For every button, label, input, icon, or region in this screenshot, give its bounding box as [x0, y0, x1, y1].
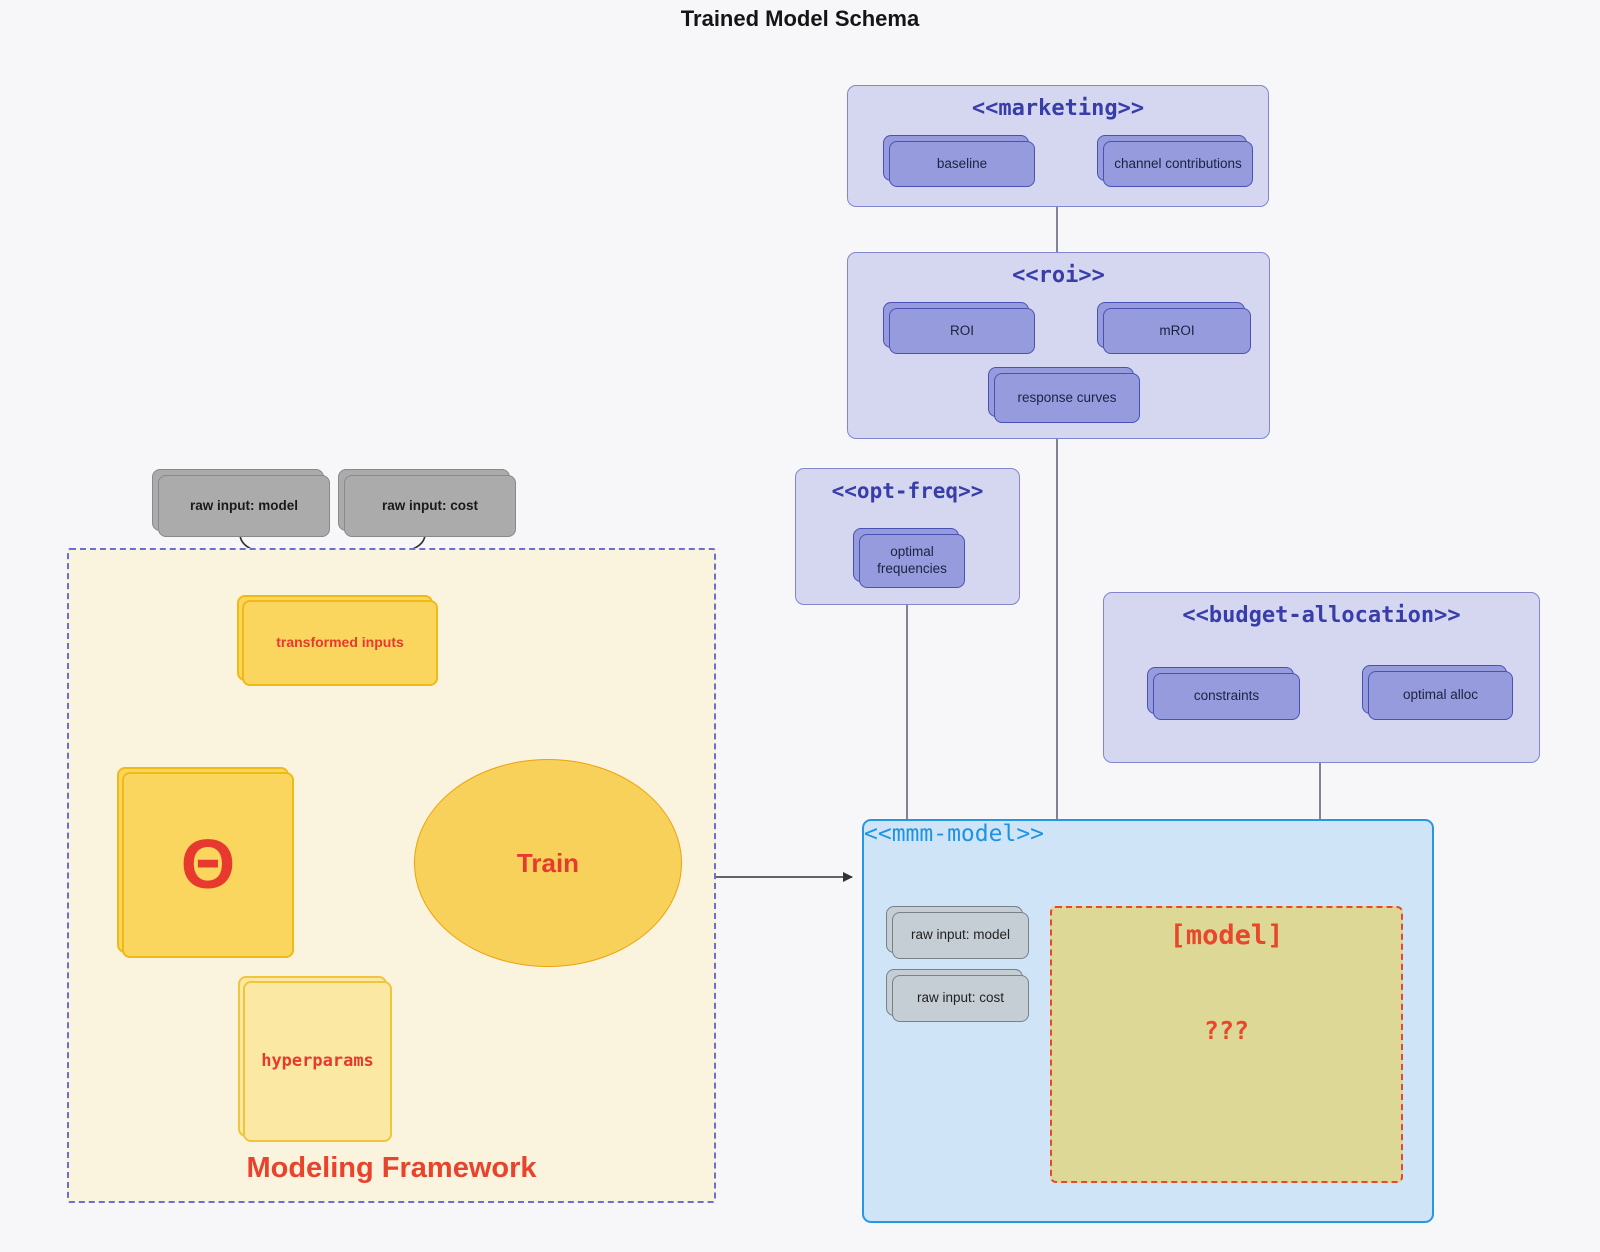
node-mmm-raw-input-cost: raw input: cost: [886, 969, 1029, 1022]
model-unknown-text: ???: [1203, 1016, 1250, 1045]
modeling-framework-label: Modeling Framework: [246, 1152, 537, 1184]
budget-allocation-title: <<budget-allocation>>: [1182, 603, 1461, 628]
node-mroi: mROI: [1097, 302, 1251, 354]
container-roi: <<roi>> ROI mROI response curves: [847, 252, 1270, 439]
node-constraints: constraints: [1147, 667, 1300, 720]
roi-title: <<roi>>: [1012, 263, 1105, 288]
node-channel-contributions: channel contributions: [1097, 135, 1253, 187]
node-transformed-inputs: transformed inputs: [237, 595, 438, 686]
container-opt-freq: <<opt-freq>> optimal frequencies: [795, 468, 1020, 605]
container-budget-allocation: <<budget-allocation>> constraints optima…: [1103, 592, 1540, 763]
opt-freq-title: <<opt-freq>>: [831, 479, 984, 503]
diagram-title: Trained Model Schema: [680, 6, 920, 31]
model-label: [model]: [1169, 920, 1284, 951]
node-optimal-alloc: optimal alloc: [1362, 665, 1513, 720]
node-response-curves: response curves: [988, 367, 1140, 423]
node-raw-input-cost: raw input: cost: [338, 469, 516, 537]
node-mmm-raw-input-model: raw input: model: [886, 906, 1029, 959]
mmm-model-title: <<mmm-model>>: [864, 821, 1045, 847]
node-hyperparams: hyperparams: [238, 976, 392, 1142]
container-modeling-framework: transformed inputs Θ Train hyperparams M…: [67, 548, 716, 1203]
node-train: Train: [414, 759, 682, 967]
node-roi: ROI: [883, 302, 1035, 354]
model-placeholder-box: [model] ???: [1050, 906, 1403, 1183]
node-baseline: baseline: [883, 135, 1035, 187]
node-theta: Θ: [117, 767, 294, 958]
marketing-title: <<marketing>>: [971, 96, 1145, 121]
node-optimal-frequencies: optimal frequencies: [853, 528, 965, 588]
container-mmm-model: <<mmm-model>> raw input: model raw input…: [862, 819, 1434, 1223]
container-marketing: <<marketing>> baseline channel contribut…: [847, 85, 1269, 207]
node-raw-input-model: raw input: model: [152, 469, 330, 537]
